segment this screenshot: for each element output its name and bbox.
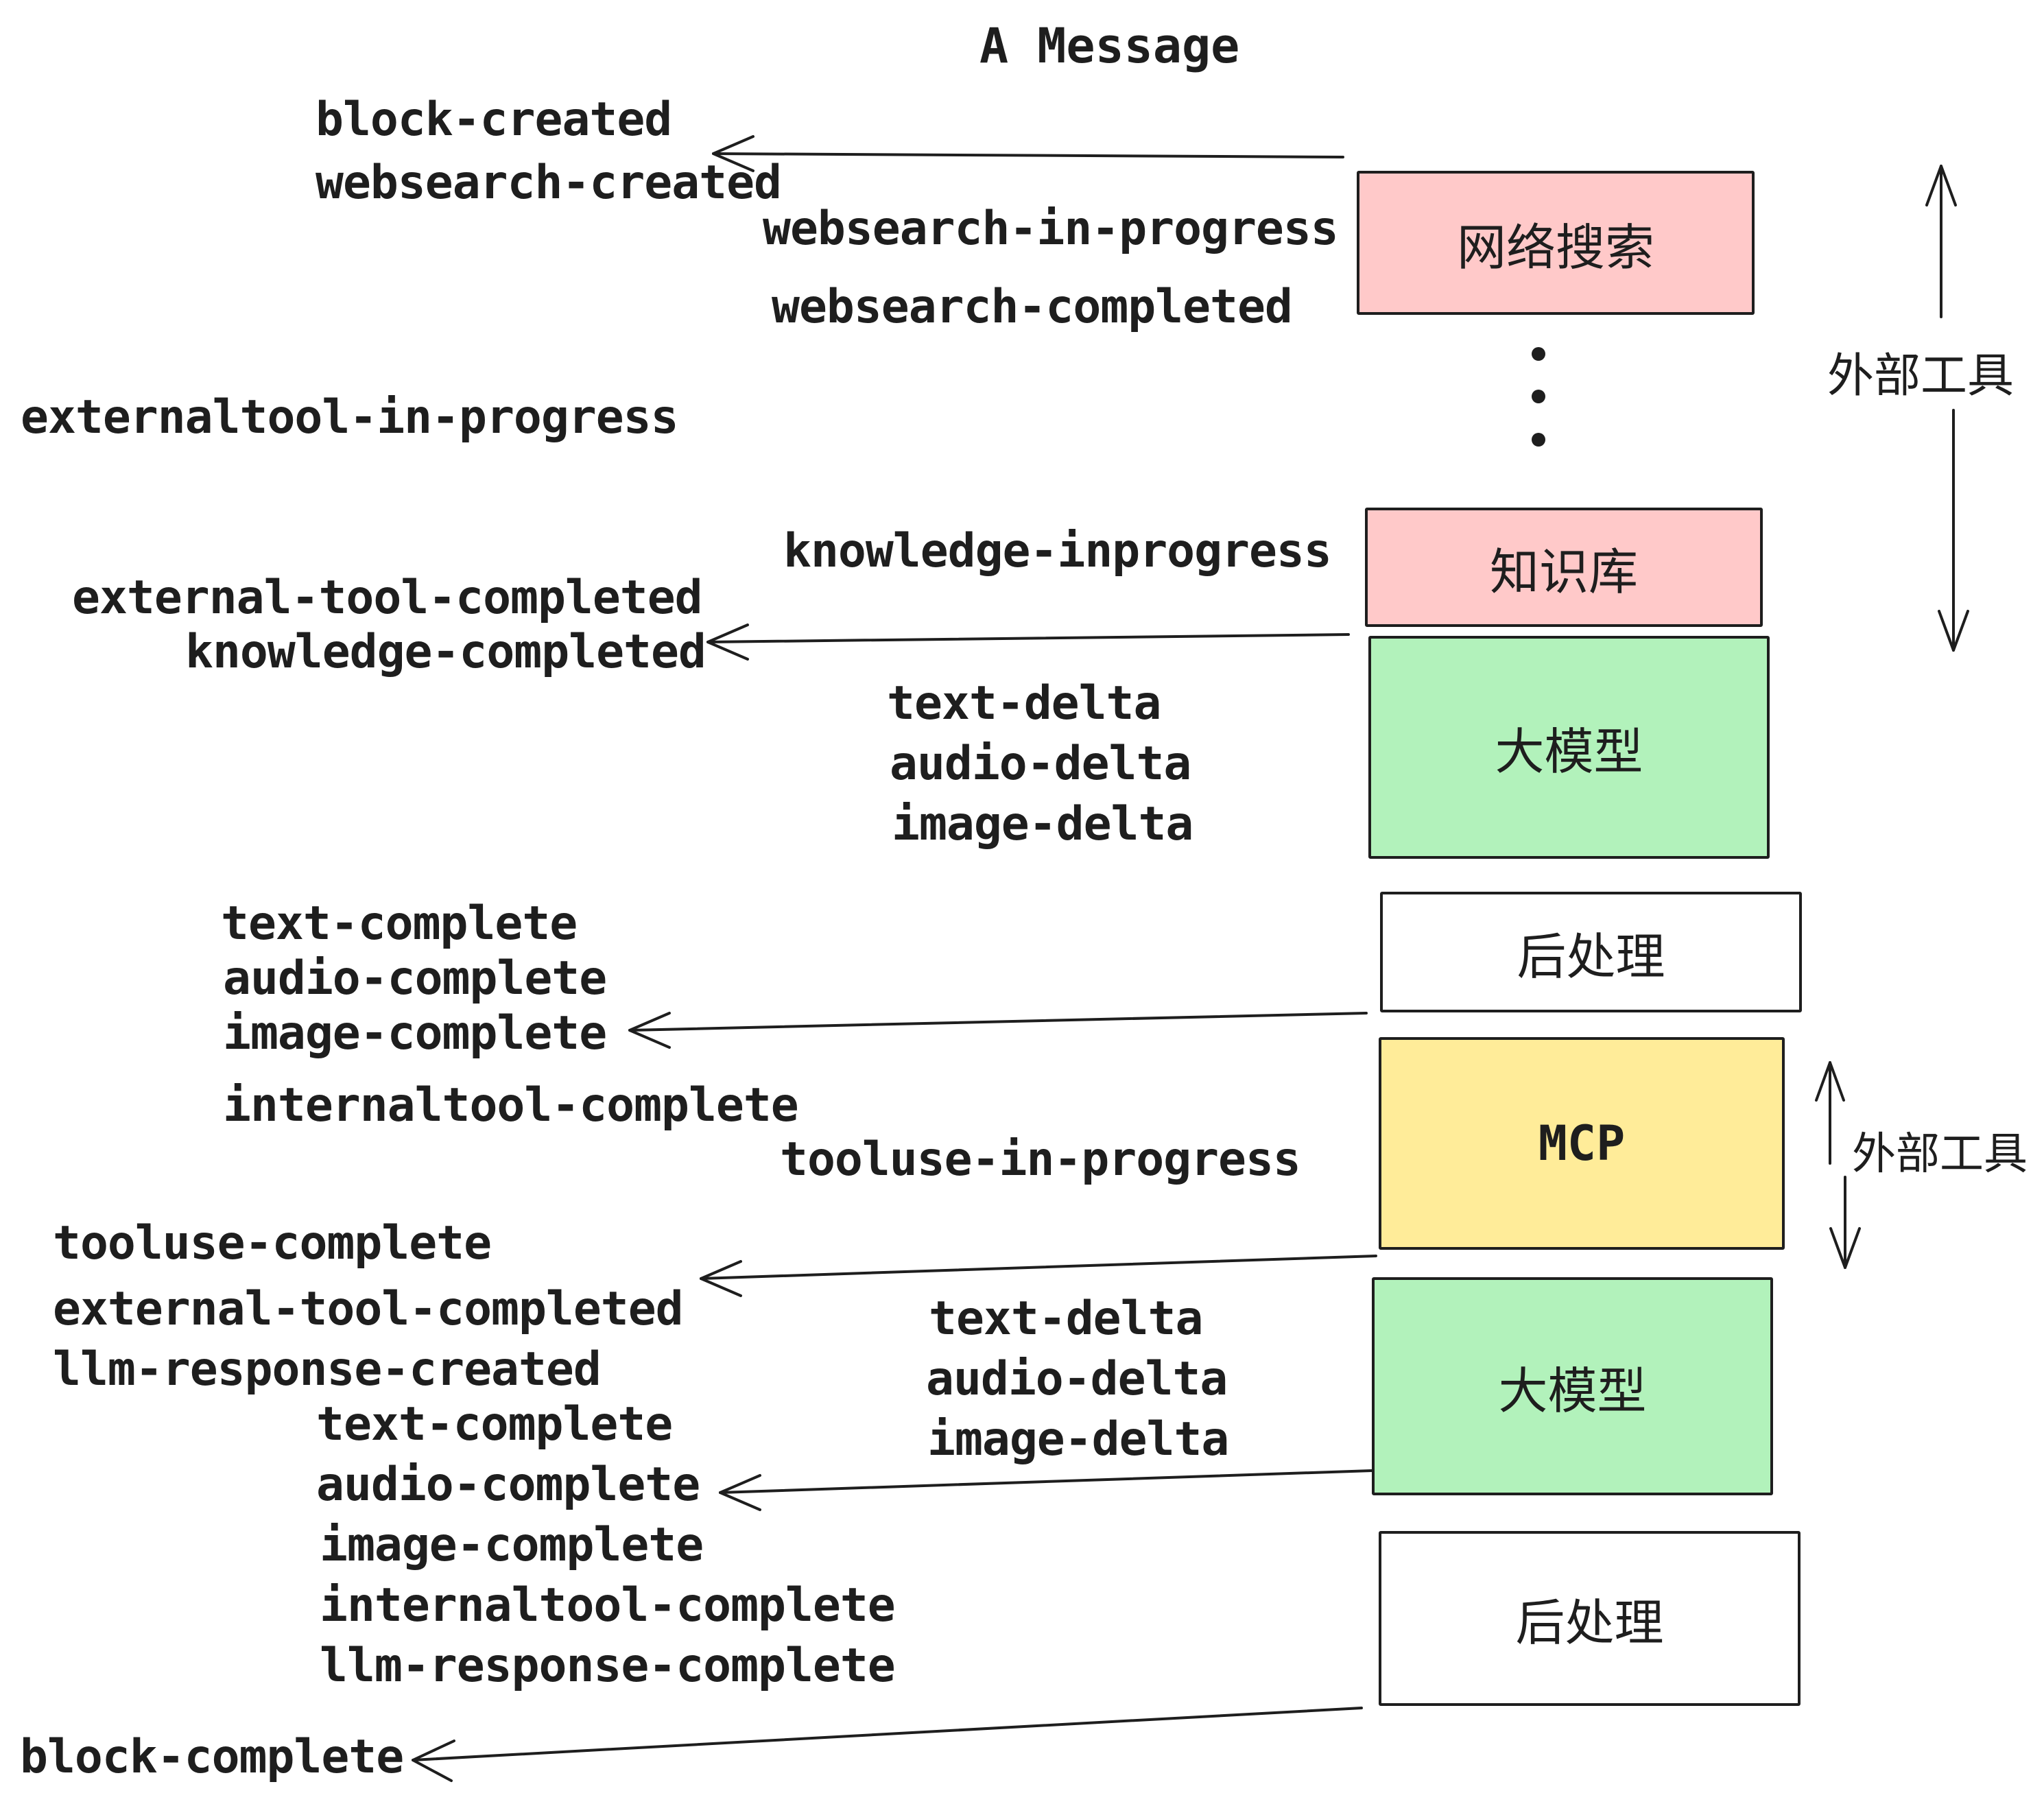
event-label-websearch-created: websearch-created bbox=[316, 156, 782, 210]
arrow-websearch-created bbox=[712, 135, 1344, 172]
event-label-text-complete-2: text-complete bbox=[316, 1397, 673, 1451]
event-label-tooluse-complete: tooluse-complete bbox=[53, 1216, 492, 1270]
ellipsis-dots-icon bbox=[1532, 347, 1545, 447]
external-tools-down-arrow-2 bbox=[1829, 1176, 1861, 1269]
arrow-tooluse-complete bbox=[700, 1255, 1377, 1297]
box-llm-2-label: 大模型 bbox=[1498, 1362, 1647, 1420]
arrow-llm-response-complete bbox=[719, 1469, 1373, 1511]
arrow-internal-complete-1 bbox=[628, 1012, 1368, 1049]
event-label-audio-delta-1: audio-delta bbox=[890, 737, 1191, 791]
external-tools-down-arrow-1 bbox=[1938, 409, 1969, 652]
external-tools-label-1: 外部工具 bbox=[1827, 349, 2015, 403]
event-label-block-complete: block-complete bbox=[20, 1730, 404, 1784]
event-label-websearch-completed: websearch-completed bbox=[772, 280, 1293, 334]
arrow-block-complete bbox=[412, 1707, 1363, 1782]
box-llm-1-label: 大模型 bbox=[1495, 723, 1643, 781]
external-tools-up-arrow-2 bbox=[1815, 1061, 1845, 1165]
event-label-internaltool-complete-1: internaltool-complete bbox=[223, 1078, 799, 1132]
box-llm-1: 大模型 bbox=[1368, 636, 1770, 859]
event-label-websearch-in-progress: websearch-in-progress bbox=[763, 202, 1339, 256]
event-label-knowledge-completed: knowledge-completed bbox=[185, 625, 706, 679]
event-label-audio-delta-2: audio-delta bbox=[926, 1352, 1228, 1406]
external-tools-up-arrow-1 bbox=[1925, 165, 1957, 318]
event-label-audio-complete-1: audio-complete bbox=[223, 951, 607, 1006]
arrow-knowledge-completed bbox=[706, 624, 1350, 661]
box-knowledge-label: 知识库 bbox=[1489, 543, 1638, 601]
event-label-image-delta-1: image-delta bbox=[892, 797, 1193, 851]
event-label-externaltool-in-progress: externaltool-in-progress bbox=[21, 390, 679, 444]
event-label-llm-response-created: llm-response-created bbox=[53, 1342, 602, 1397]
event-label-knowledge-inprogress: knowledge-inprogress bbox=[783, 524, 1332, 578]
event-label-external-tool-completed-1: external-tool-completed bbox=[72, 571, 703, 625]
event-label-tooluse-in-progress: tooluse-in-progress bbox=[780, 1132, 1301, 1187]
box-postprocess-1: 后处理 bbox=[1380, 892, 1802, 1012]
box-knowledge: 知识库 bbox=[1365, 508, 1763, 627]
box-websearch-label: 网络搜索 bbox=[1456, 218, 1654, 276]
box-mcp-label: MCP bbox=[1538, 1115, 1626, 1172]
diagram-title: A Message bbox=[979, 18, 1240, 74]
external-tools-label-2: 外部工具 bbox=[1852, 1129, 2028, 1180]
event-label-image-complete-1: image-complete bbox=[223, 1006, 607, 1060]
box-mcp: MCP bbox=[1379, 1037, 1785, 1250]
event-label-audio-complete-2: audio-complete bbox=[316, 1458, 700, 1512]
box-postprocess-2: 后处理 bbox=[1379, 1531, 1801, 1706]
event-label-text-delta-2: text-delta bbox=[929, 1292, 1203, 1346]
event-label-internaltool-complete-2: internaltool-complete bbox=[320, 1578, 896, 1633]
event-label-image-delta-2: image-delta bbox=[927, 1412, 1229, 1467]
box-websearch: 网络搜索 bbox=[1357, 171, 1755, 315]
event-label-image-complete-2: image-complete bbox=[320, 1518, 704, 1572]
box-llm-2: 大模型 bbox=[1372, 1277, 1773, 1495]
event-label-text-complete-1: text-complete bbox=[221, 897, 578, 951]
event-label-block-created: block-created bbox=[316, 93, 672, 147]
box-postprocess-2-label: 后处理 bbox=[1515, 1594, 1664, 1652]
box-postprocess-1-label: 后处理 bbox=[1517, 927, 1665, 986]
event-label-text-delta-1: text-delta bbox=[887, 676, 1161, 731]
event-label-external-tool-completed-2: external-tool-completed bbox=[53, 1282, 684, 1336]
event-label-llm-response-complete: llm-response-complete bbox=[320, 1639, 896, 1693]
